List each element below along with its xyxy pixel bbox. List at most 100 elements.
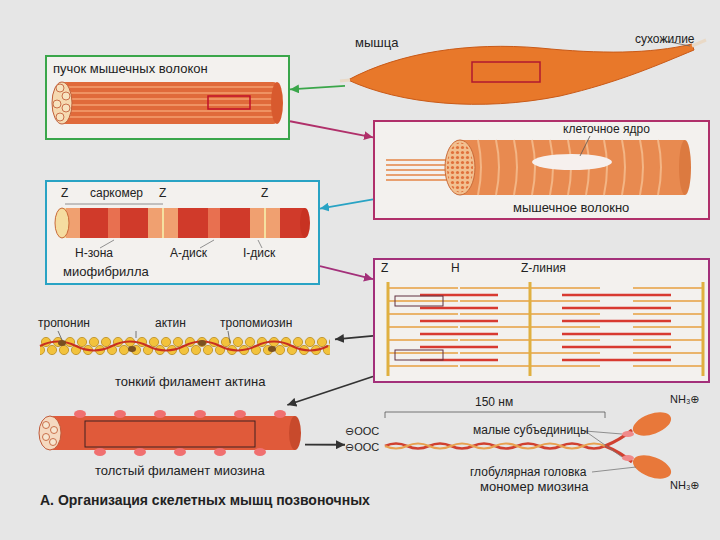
thick-filament-illustration — [289, 416, 301, 450]
thick-filament-illustration — [50, 416, 295, 450]
muscle-shape: мышца сухожилие — [345, 30, 707, 118]
myofibril-box: саркомерZZZН-зонаА-дискI-дискмиофибрилла — [45, 180, 320, 285]
muscle-illustration — [472, 62, 540, 82]
fiber-bundle-illustration — [62, 87, 277, 117]
label-text: Н-зона — [75, 246, 113, 260]
connector-arrow — [287, 377, 373, 405]
muscle-fiber-illustration — [386, 136, 691, 195]
thick-filament-illustration — [154, 410, 166, 418]
sarcomere-illustration — [395, 350, 443, 360]
fiber-bundle-illustration — [56, 113, 64, 121]
box-fill — [373, 258, 710, 383]
label-text: сухожилие — [635, 32, 695, 46]
thick-filament-illustration — [51, 427, 58, 434]
thick-filament-illustration — [114, 410, 126, 418]
label-text: NH₃⊕ — [670, 393, 700, 406]
thin-filament-illustration — [40, 331, 330, 355]
label-text: 150 нм — [475, 395, 513, 409]
label-text: H — [451, 261, 460, 275]
muscle-fiber-illustration — [460, 140, 685, 195]
fiber-bundle-illustration — [53, 100, 61, 108]
myosin-monomer: 150 нмNH₃⊕малые субъединицы⊖OOC⊖OOCглобу… — [345, 393, 715, 498]
myofibril-illustration — [55, 208, 69, 238]
thin-filament-illustration — [40, 337, 330, 355]
myosin-monomer-illustration — [630, 451, 674, 483]
fiber-bundle-illustration — [52, 82, 72, 124]
label-text: саркомер — [90, 186, 143, 200]
connector-arrow — [290, 86, 345, 90]
fiber-bundle-illustration — [208, 96, 250, 109]
label-text: мышца — [355, 35, 398, 50]
myofibril-illustration — [65, 204, 163, 205]
box-fill — [45, 55, 290, 140]
myosin-monomer-illustration — [385, 408, 674, 483]
fiber-box: клеточное ядро мышечное волокно — [373, 120, 710, 220]
label-text: клеточное ядро — [563, 122, 650, 136]
sarcomere-illustration — [395, 296, 443, 306]
myosin-monomer-illustration — [385, 444, 605, 449]
fiber-bundle-illustration — [62, 82, 277, 124]
myofibril-illustration — [208, 208, 220, 238]
label-text: NH₃⊕ — [670, 479, 700, 492]
label-text: малые субъединицы — [473, 423, 589, 437]
thick-filament-illustration — [85, 421, 255, 447]
sarcomere-box: Z H Z-линия — [373, 258, 710, 383]
thin-filament-illustration — [268, 346, 276, 352]
thick-filament-illustration — [43, 422, 50, 429]
thick-filament-illustration — [134, 448, 146, 456]
thick-filament-illustration — [50, 439, 57, 446]
fiber-bundle-illustration — [52, 82, 283, 124]
sarcomere-illustration — [388, 282, 703, 376]
connector-arrow — [320, 199, 373, 208]
myosin-monomer-illustration — [385, 412, 605, 418]
muscle-fiber-illustration — [532, 154, 612, 170]
myosin-monomer-illustration — [622, 455, 634, 461]
label-text: А-диск — [170, 246, 207, 260]
sarcomere-illustration — [388, 282, 703, 376]
sarcomere-illustration — [420, 295, 671, 360]
thick-filament-illustration — [214, 448, 226, 456]
muscle-fiber-illustration — [447, 143, 473, 193]
fiber-bundle-illustration — [62, 104, 70, 112]
connector-arrow — [290, 121, 373, 137]
thin-filament-illustration — [58, 340, 66, 346]
muscle-illustration — [340, 80, 350, 81]
thick-filament-illustration — [274, 410, 286, 418]
connector-arrow — [320, 266, 373, 279]
muscle-fiber-illustration — [478, 140, 661, 195]
connector-arrow — [335, 336, 373, 339]
myofibril-illustration — [62, 208, 305, 238]
myofibril-illustration — [55, 204, 310, 248]
thick-filament-illustration — [94, 448, 106, 456]
muscle-fiber-illustration — [679, 140, 691, 195]
thin-filament-illustration — [58, 331, 230, 343]
myofibril-illustration — [80, 208, 148, 238]
connector-arrow — [305, 444, 345, 446]
label-text: Z — [159, 186, 166, 200]
thick-filament-illustration — [39, 410, 301, 456]
muscle-fiber-illustration — [580, 136, 590, 156]
myofibril-illustration — [300, 208, 310, 238]
muscle-fiber-illustration — [445, 140, 475, 195]
label-text: глобулярная головка — [470, 465, 586, 479]
muscle-illustration — [348, 44, 694, 104]
label-text: пучок мышечных волокон — [53, 61, 208, 76]
label-text: ⊖OOC — [345, 441, 379, 454]
myosin-monomer-illustration — [385, 444, 605, 449]
thick-filament-illustration — [74, 410, 86, 418]
label-text: мышечное волокно — [513, 200, 629, 215]
box-fill — [45, 180, 320, 285]
label-text: I-диск — [243, 246, 275, 260]
label-text: актин — [155, 316, 186, 330]
label-text: Z — [381, 261, 388, 275]
sarcomere-illustration — [388, 288, 703, 366]
label-text: Z — [61, 186, 68, 200]
label-text: толстый филамент миозина — [95, 463, 265, 478]
label-text: Z-линия — [521, 261, 566, 275]
label-text: миофибрилла — [63, 264, 149, 279]
fiber-bundle-illustration — [271, 82, 283, 124]
thick-filament-illustration — [39, 416, 61, 450]
fiber-bundle-illustration — [56, 84, 64, 92]
